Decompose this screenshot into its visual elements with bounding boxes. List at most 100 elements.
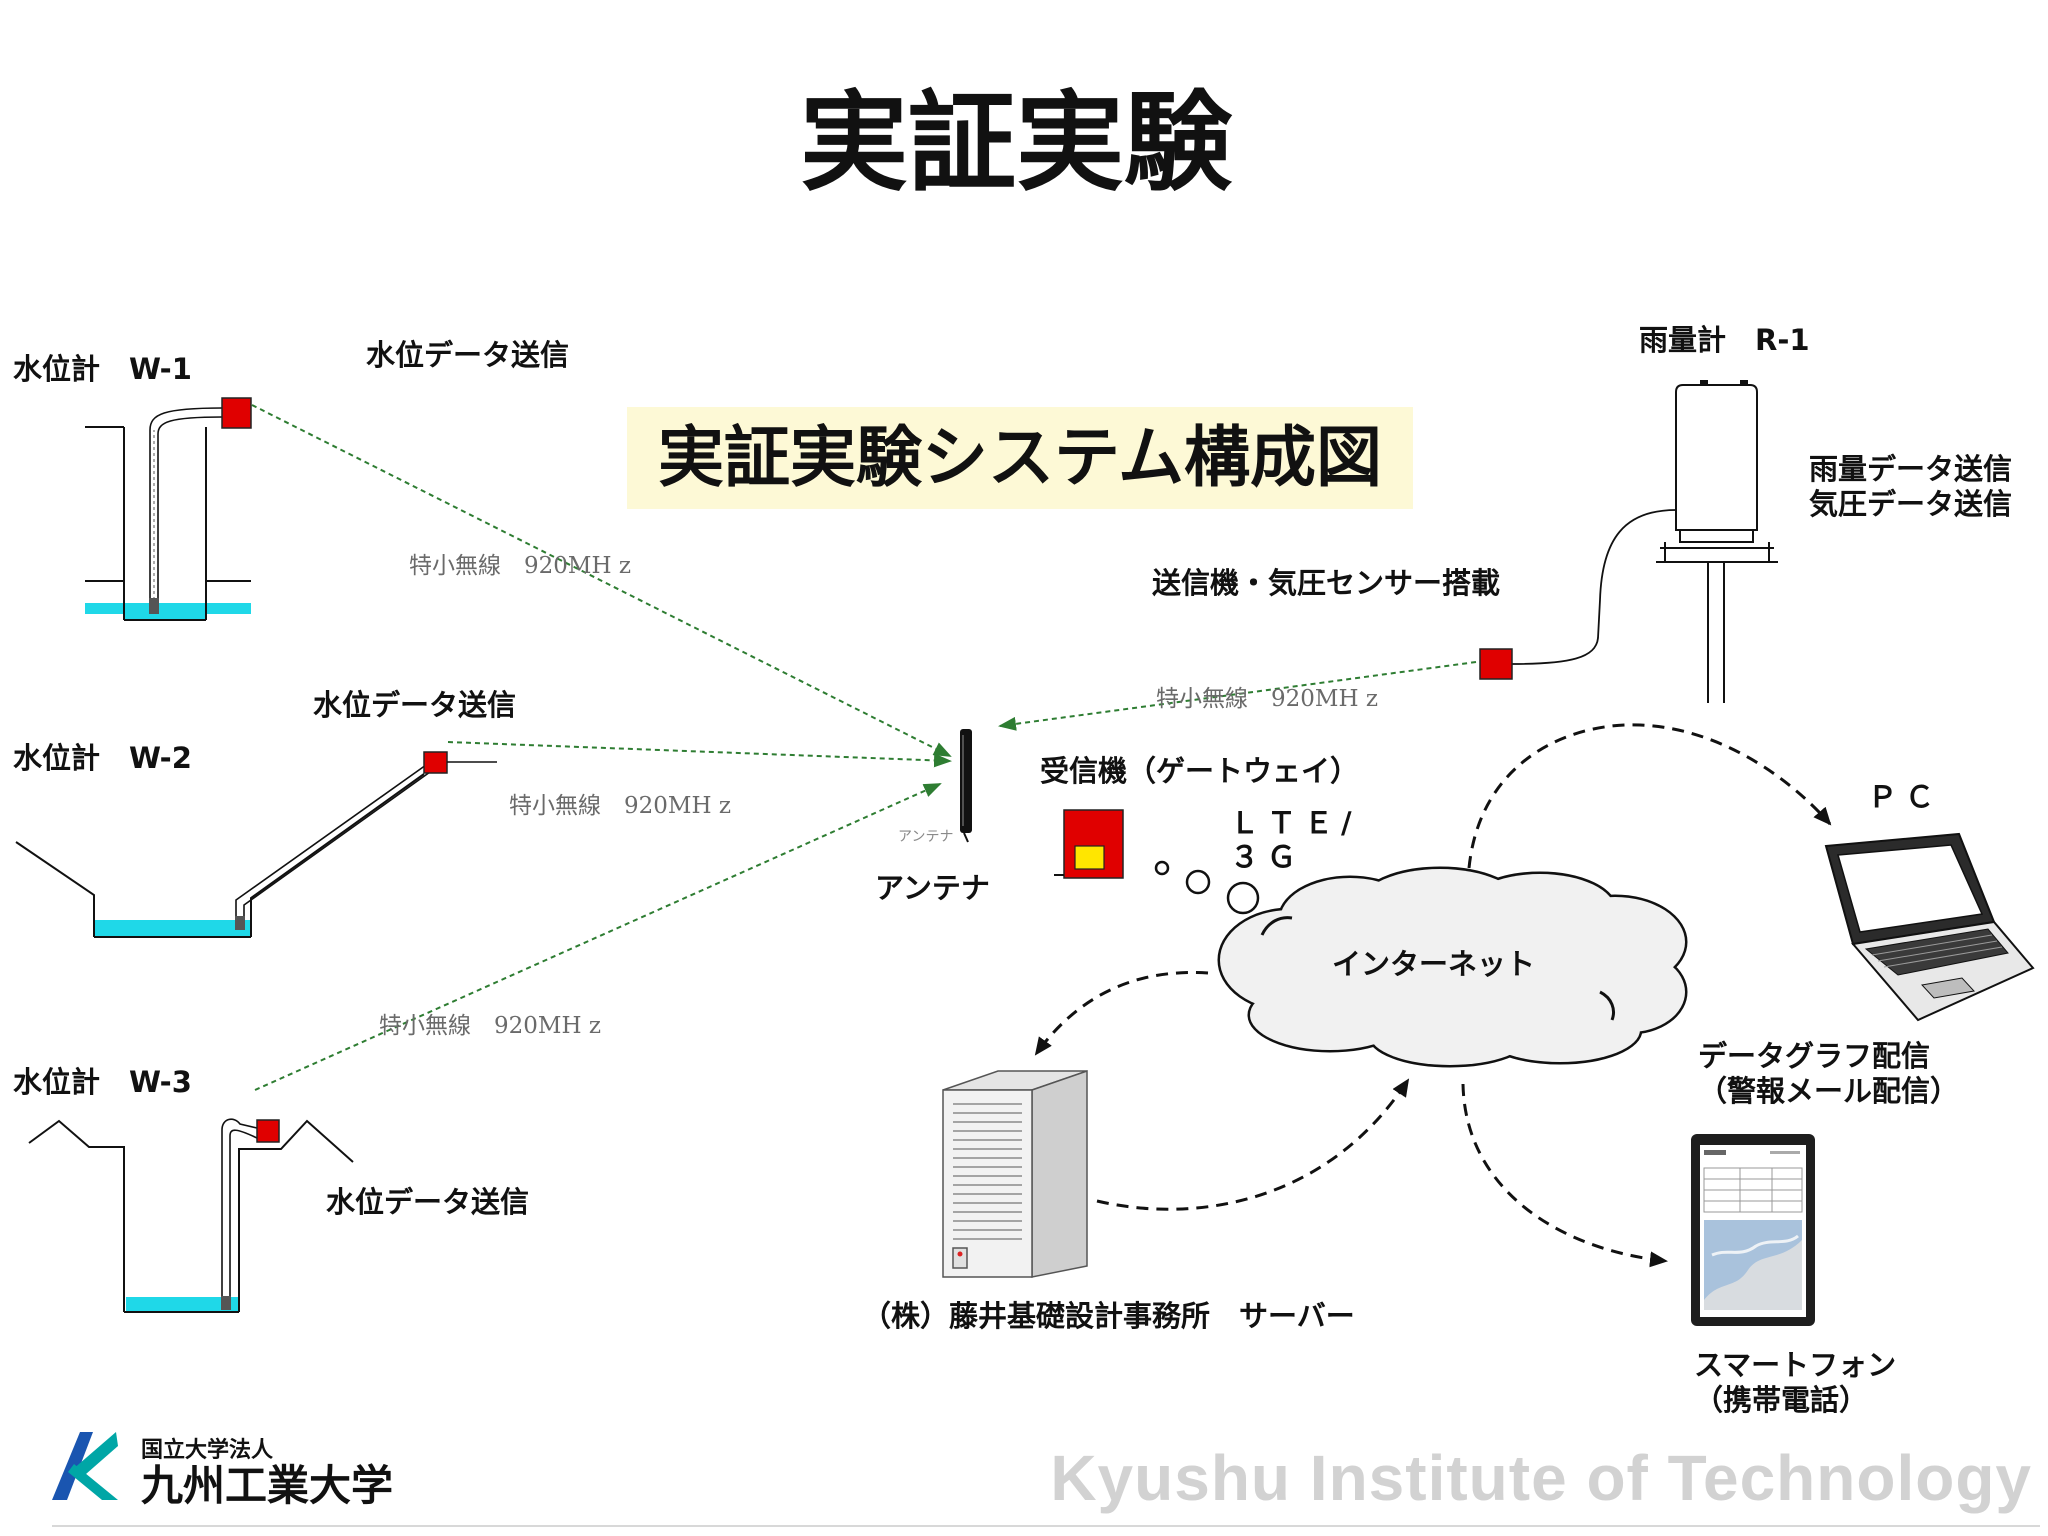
arrow-server-to-cloud bbox=[1096, 1078, 1410, 1211]
water-gauge-w1-drawing bbox=[85, 397, 252, 621]
bubble-medium bbox=[1185, 869, 1211, 895]
antenna-pole bbox=[960, 729, 972, 833]
university-logo-mark bbox=[52, 1432, 118, 1500]
rain-gauge-cable bbox=[1511, 509, 1677, 665]
network-arrows bbox=[1034, 723, 1832, 1268]
gateway-display bbox=[1074, 845, 1105, 870]
w1-well-water bbox=[124, 603, 206, 620]
rain-gauge-label: 雨量計 R-1 bbox=[1639, 323, 1810, 357]
w2-water bbox=[94, 920, 251, 937]
water-gauge-w1-send-label: 水位データ送信 bbox=[366, 338, 570, 372]
antenna-drawing bbox=[960, 729, 972, 843]
laptop-trackpad bbox=[1921, 977, 1975, 999]
water-gauge-w1-label: 水位計 W-1 bbox=[13, 352, 192, 386]
server-power-led bbox=[957, 1251, 963, 1257]
w2-sensor bbox=[235, 916, 245, 930]
laptop-drawing bbox=[1824, 832, 2035, 1022]
smartphone-map-land bbox=[1704, 1240, 1802, 1310]
smartphone-map-coast bbox=[1711, 1234, 1799, 1257]
water-gauge-w2-label: 水位計 W-2 bbox=[13, 741, 192, 775]
pc-caption-line-2: （警報メール配信） bbox=[1698, 1074, 1960, 1108]
pc-label: ＰＣ bbox=[1868, 780, 1943, 814]
footer-org-name: 九州工業大学 bbox=[141, 1461, 394, 1510]
page-title: 実証実験 bbox=[799, 81, 1232, 206]
w2-bank-right bbox=[250, 773, 425, 937]
water-gauge-w2-drawing bbox=[15, 751, 497, 938]
w3-transmitter bbox=[256, 1119, 280, 1143]
w1-sensor-pipe-a bbox=[149, 407, 223, 614]
w3-sensor bbox=[221, 1296, 231, 1310]
subtitle: 実証実験システム構成図 bbox=[657, 419, 1383, 496]
server-drive-bay bbox=[952, 1247, 968, 1269]
server-side bbox=[1031, 1069, 1088, 1278]
w2-bank-left bbox=[15, 841, 95, 937]
water-gauge-w3-label: 水位計 W-3 bbox=[13, 1065, 192, 1099]
gateway-network-line-2: ３Ｇ bbox=[1230, 840, 1305, 874]
w3-sensor-pipe-b bbox=[229, 1129, 258, 1310]
laptop-screen bbox=[1837, 844, 1984, 933]
cloud-fold-left bbox=[1260, 916, 1293, 936]
server-caption: （株）藤井基礎設計事務所 サーバー bbox=[862, 1299, 1355, 1333]
arrow-cloud-to-smartphone bbox=[1461, 1083, 1668, 1268]
antenna-base bbox=[963, 832, 969, 843]
radio-link-w2 bbox=[447, 741, 952, 768]
rain-gauge-transmitter bbox=[1479, 648, 1513, 680]
rain-gauge-radio-label: 特小無線 920MH z bbox=[1156, 686, 1378, 712]
internet-label: インターネット bbox=[1332, 947, 1536, 981]
radio-link-r1 bbox=[998, 661, 1477, 731]
radio-link-w1 bbox=[251, 404, 952, 757]
water-gauge-w1-radio-label: 特小無線 920MH z bbox=[409, 553, 631, 579]
logo-teal-lower bbox=[68, 1464, 118, 1500]
w3-bank-right bbox=[238, 1119, 354, 1312]
transmitter-label: 送信機・気圧センサー搭載 bbox=[1152, 566, 1501, 600]
radio-links bbox=[251, 404, 1477, 1091]
gateway-network-line-1: ＬＴＥ/ bbox=[1230, 806, 1360, 840]
w3-bank-left bbox=[28, 1119, 125, 1312]
subtitle-box: 実証実験システム構成図 bbox=[627, 407, 1413, 509]
smartphone-caption-line-1: スマートフォン bbox=[1694, 1348, 1897, 1382]
bubble-small bbox=[1154, 860, 1170, 876]
server-vents bbox=[953, 1103, 1022, 1240]
radio-link-w3 bbox=[254, 783, 942, 1091]
water-gauge-w2-radio-label: 特小無線 920MH z bbox=[509, 793, 731, 819]
arrow-cloud-to-server bbox=[1034, 970, 1209, 1056]
footer-english-name: Kyushu Institute of Technology bbox=[1050, 1442, 2032, 1514]
rain-gauge-send-line-2: 気圧データ送信 bbox=[1809, 487, 2013, 521]
server-drawing bbox=[942, 1069, 1088, 1278]
w1-transmitter bbox=[221, 397, 252, 429]
water-gauge-w3-drawing bbox=[28, 1118, 354, 1313]
rain-gauge-drawing bbox=[1479, 380, 1778, 703]
server-front bbox=[942, 1089, 1033, 1278]
smartphone-header-right bbox=[1770, 1151, 1800, 1154]
laptop-keys bbox=[1871, 934, 2003, 968]
smartphone-drawing bbox=[1691, 1134, 1815, 1326]
rain-gauge-cap-2 bbox=[1740, 380, 1748, 386]
internet-cloud bbox=[1217, 866, 1688, 1068]
logo-teal-upper bbox=[72, 1432, 118, 1474]
gateway-drawing bbox=[1054, 809, 1260, 915]
w1-sensor bbox=[149, 598, 159, 614]
w3-sensor-pipe-a bbox=[221, 1118, 258, 1310]
rain-gauge-base bbox=[1679, 529, 1754, 543]
water-gauge-w2-send-label: 水位データ送信 bbox=[313, 688, 517, 722]
cloud-fold-right bbox=[1599, 990, 1615, 1021]
w2-transmitter bbox=[423, 751, 448, 774]
bubble-large bbox=[1226, 881, 1260, 915]
water-gauge-w3-send-label: 水位データ送信 bbox=[326, 1185, 530, 1219]
smartphone-table bbox=[1703, 1167, 1803, 1213]
antenna-small-label: アンテナ bbox=[898, 829, 954, 845]
w1-sensor-pipe-b bbox=[157, 416, 223, 614]
rain-gauge-cap bbox=[1700, 380, 1708, 386]
footer-org-type: 国立大学法人 bbox=[141, 1438, 274, 1463]
smartphone-caption-line-2: （携帯電話） bbox=[1694, 1383, 1869, 1417]
w3-water bbox=[126, 1297, 239, 1312]
w2-sensor-pipe-a bbox=[235, 764, 427, 930]
rain-gauge-send-line-1: 雨量データ送信 bbox=[1809, 452, 2013, 486]
arrow-cloud-to-pc bbox=[1467, 723, 1832, 869]
w2-sensor-pipe-b bbox=[243, 771, 431, 930]
antenna-label: アンテナ bbox=[875, 871, 990, 905]
pc-caption-line-1: データグラフ配信 bbox=[1698, 1039, 1931, 1073]
smartphone-header bbox=[1704, 1150, 1726, 1155]
